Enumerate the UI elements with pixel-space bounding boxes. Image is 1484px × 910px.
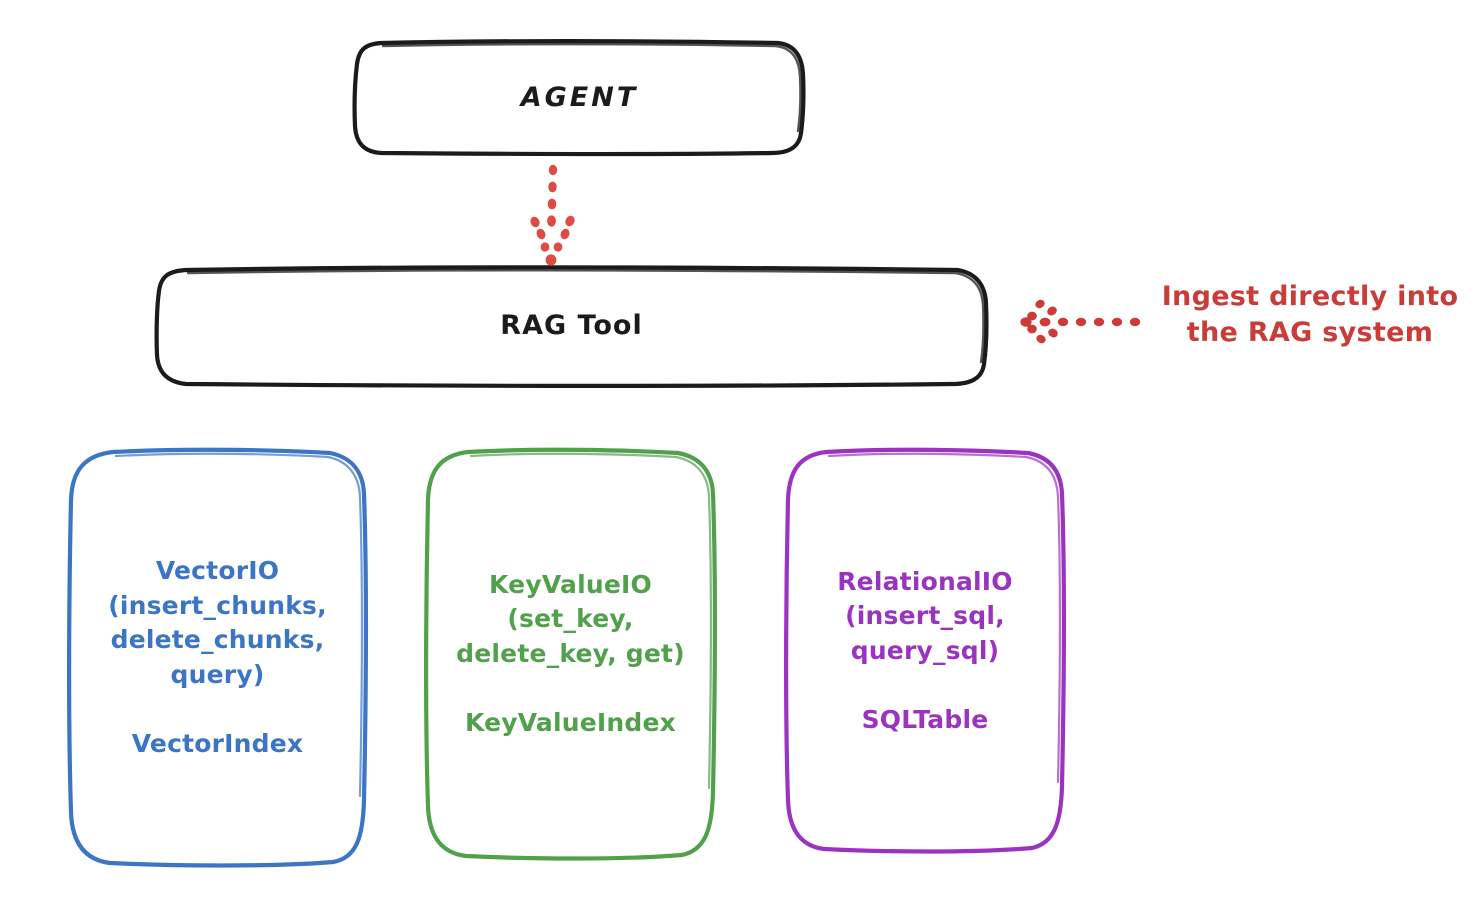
key-value-io-node[interactable]: KeyValueIO (set_key, delete_key, get) Ke… — [428, 449, 713, 859]
vector-io-node[interactable]: VectorIO (insert_chunks, delete_chunks, … — [70, 449, 365, 866]
vector-io-label: VectorIO (insert_chunks, delete_chunks, … — [108, 556, 327, 758]
relational-io-label: RelationalIO (insert_sql, query_sql) SQL… — [837, 566, 1013, 734]
rag-tool-label: RAG Tool — [500, 310, 643, 342]
rag-tool-node[interactable]: RAG Tool — [157, 268, 986, 384]
key-value-io-label: KeyValueIO (set_key, delete_key, get) Ke… — [456, 569, 685, 737]
agent-node[interactable]: AGENT — [355, 41, 804, 154]
ingest-note-connector — [1020, 299, 1141, 344]
relational-io-node[interactable]: RelationalIO (insert_sql, query_sql) SQL… — [788, 449, 1062, 853]
ingest-note-label: Ingest directly into the RAG system — [1161, 281, 1459, 348]
agent-to-rag-tool-connector — [530, 164, 575, 266]
agent-label: AGENT — [520, 81, 639, 113]
